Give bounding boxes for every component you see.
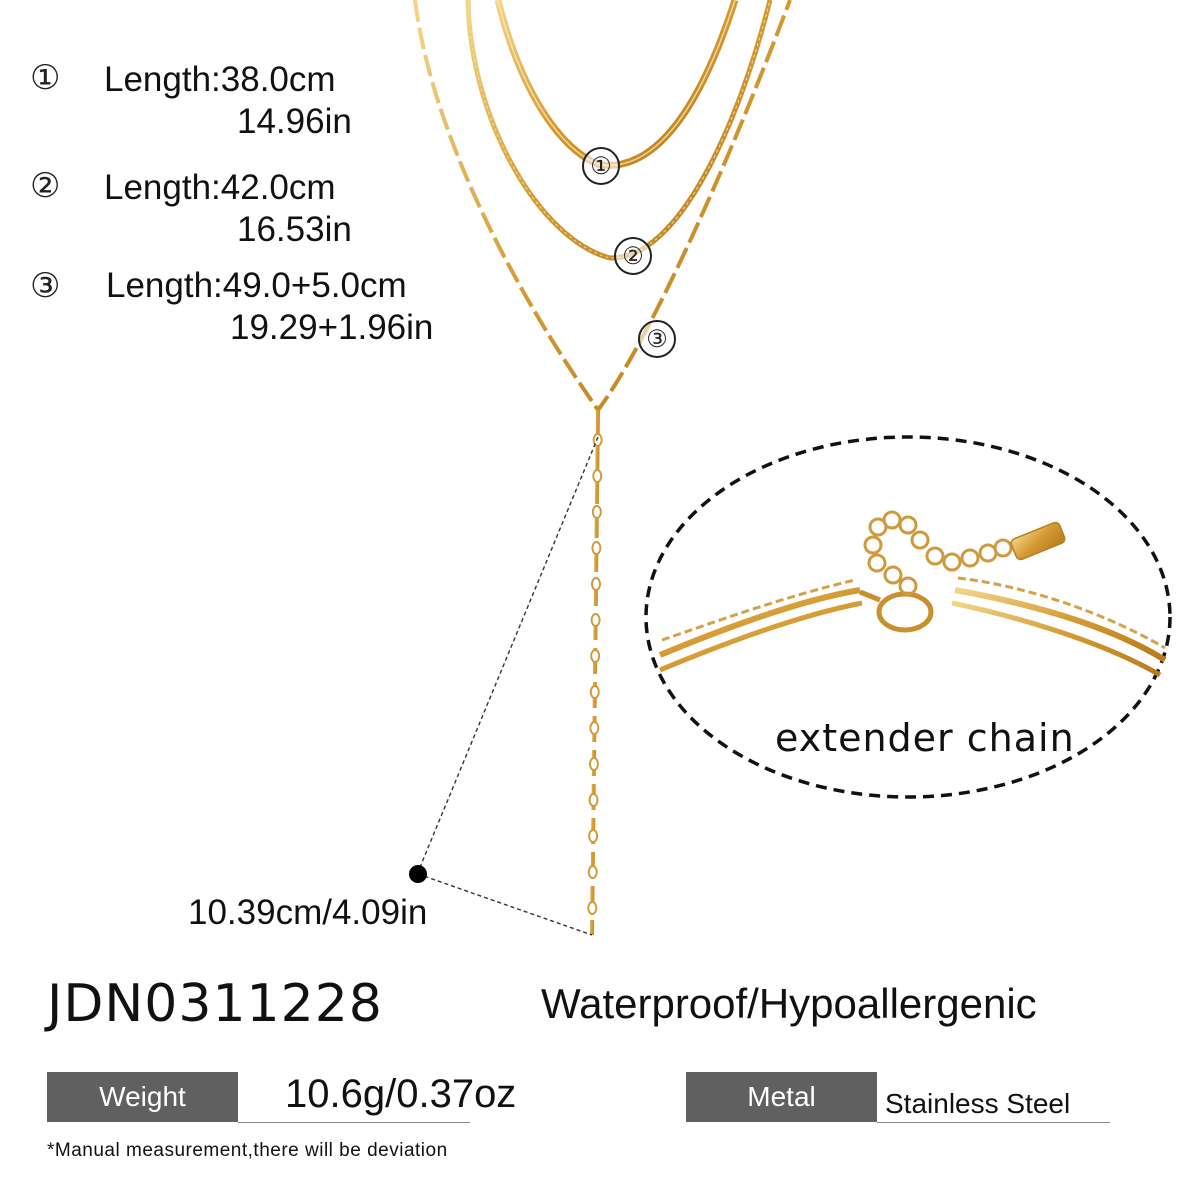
extender-detail	[658, 510, 1167, 678]
chain-3	[413, 0, 792, 414]
spec-length-3: Length:49.0+5.0cm	[106, 266, 407, 305]
chain-marker-1: ①	[582, 147, 620, 185]
spec-length-in-3: 19.29+1.96in	[230, 308, 434, 347]
extender-label: extender chain	[775, 716, 1075, 760]
measurement-note: *Manual measurement,there will be deviat…	[47, 1140, 448, 1161]
weight-underline	[238, 1122, 470, 1123]
drop-link	[591, 541, 602, 555]
pendant-length: 10.39cm/4.09in	[188, 893, 428, 932]
measure-dot	[409, 865, 427, 883]
spec-length-in-1: 14.96in	[237, 102, 352, 141]
features-text: Waterproof/Hypoallergenic	[541, 980, 1037, 1027]
measure-line-bottom	[417, 873, 593, 936]
drop-link	[591, 577, 602, 591]
drop-link	[590, 613, 601, 627]
spec-marker-3: ③	[30, 266, 61, 306]
chain-2	[465, 0, 773, 261]
spec-marker-1: ①	[30, 58, 61, 98]
weight-label: Weight	[47, 1072, 238, 1122]
drop-link	[588, 757, 599, 771]
chain-marker-2: ②	[614, 237, 652, 275]
drop-link	[592, 469, 603, 483]
metal-underline	[877, 1122, 1110, 1123]
drop-link	[587, 901, 598, 915]
spec-marker-2: ②	[30, 166, 61, 206]
model-number: JDN0311228	[47, 974, 383, 1034]
drop-link	[590, 649, 601, 663]
drop-link	[589, 685, 600, 699]
drop-link	[588, 793, 599, 807]
chain-marker-3: ③	[638, 320, 676, 358]
spec-length-2: Length:42.0cm	[104, 168, 336, 207]
spec-length-in-2: 16.53in	[237, 210, 352, 249]
metal-label: Metal	[686, 1072, 877, 1122]
drop-link	[589, 721, 600, 735]
drop-link	[587, 865, 598, 879]
weight-value: 10.6g/0.37oz	[285, 1072, 517, 1116]
drop-link	[591, 505, 602, 519]
spec-length-1: Length:38.0cm	[104, 60, 336, 99]
drop-link	[592, 433, 603, 447]
extender-ellipse	[644, 435, 1172, 799]
chain-1	[494, 0, 739, 170]
metal-value: Stainless Steel	[885, 1088, 1071, 1119]
drop-link	[588, 829, 599, 843]
measure-line-top	[417, 436, 599, 873]
drop-chain	[590, 409, 600, 936]
